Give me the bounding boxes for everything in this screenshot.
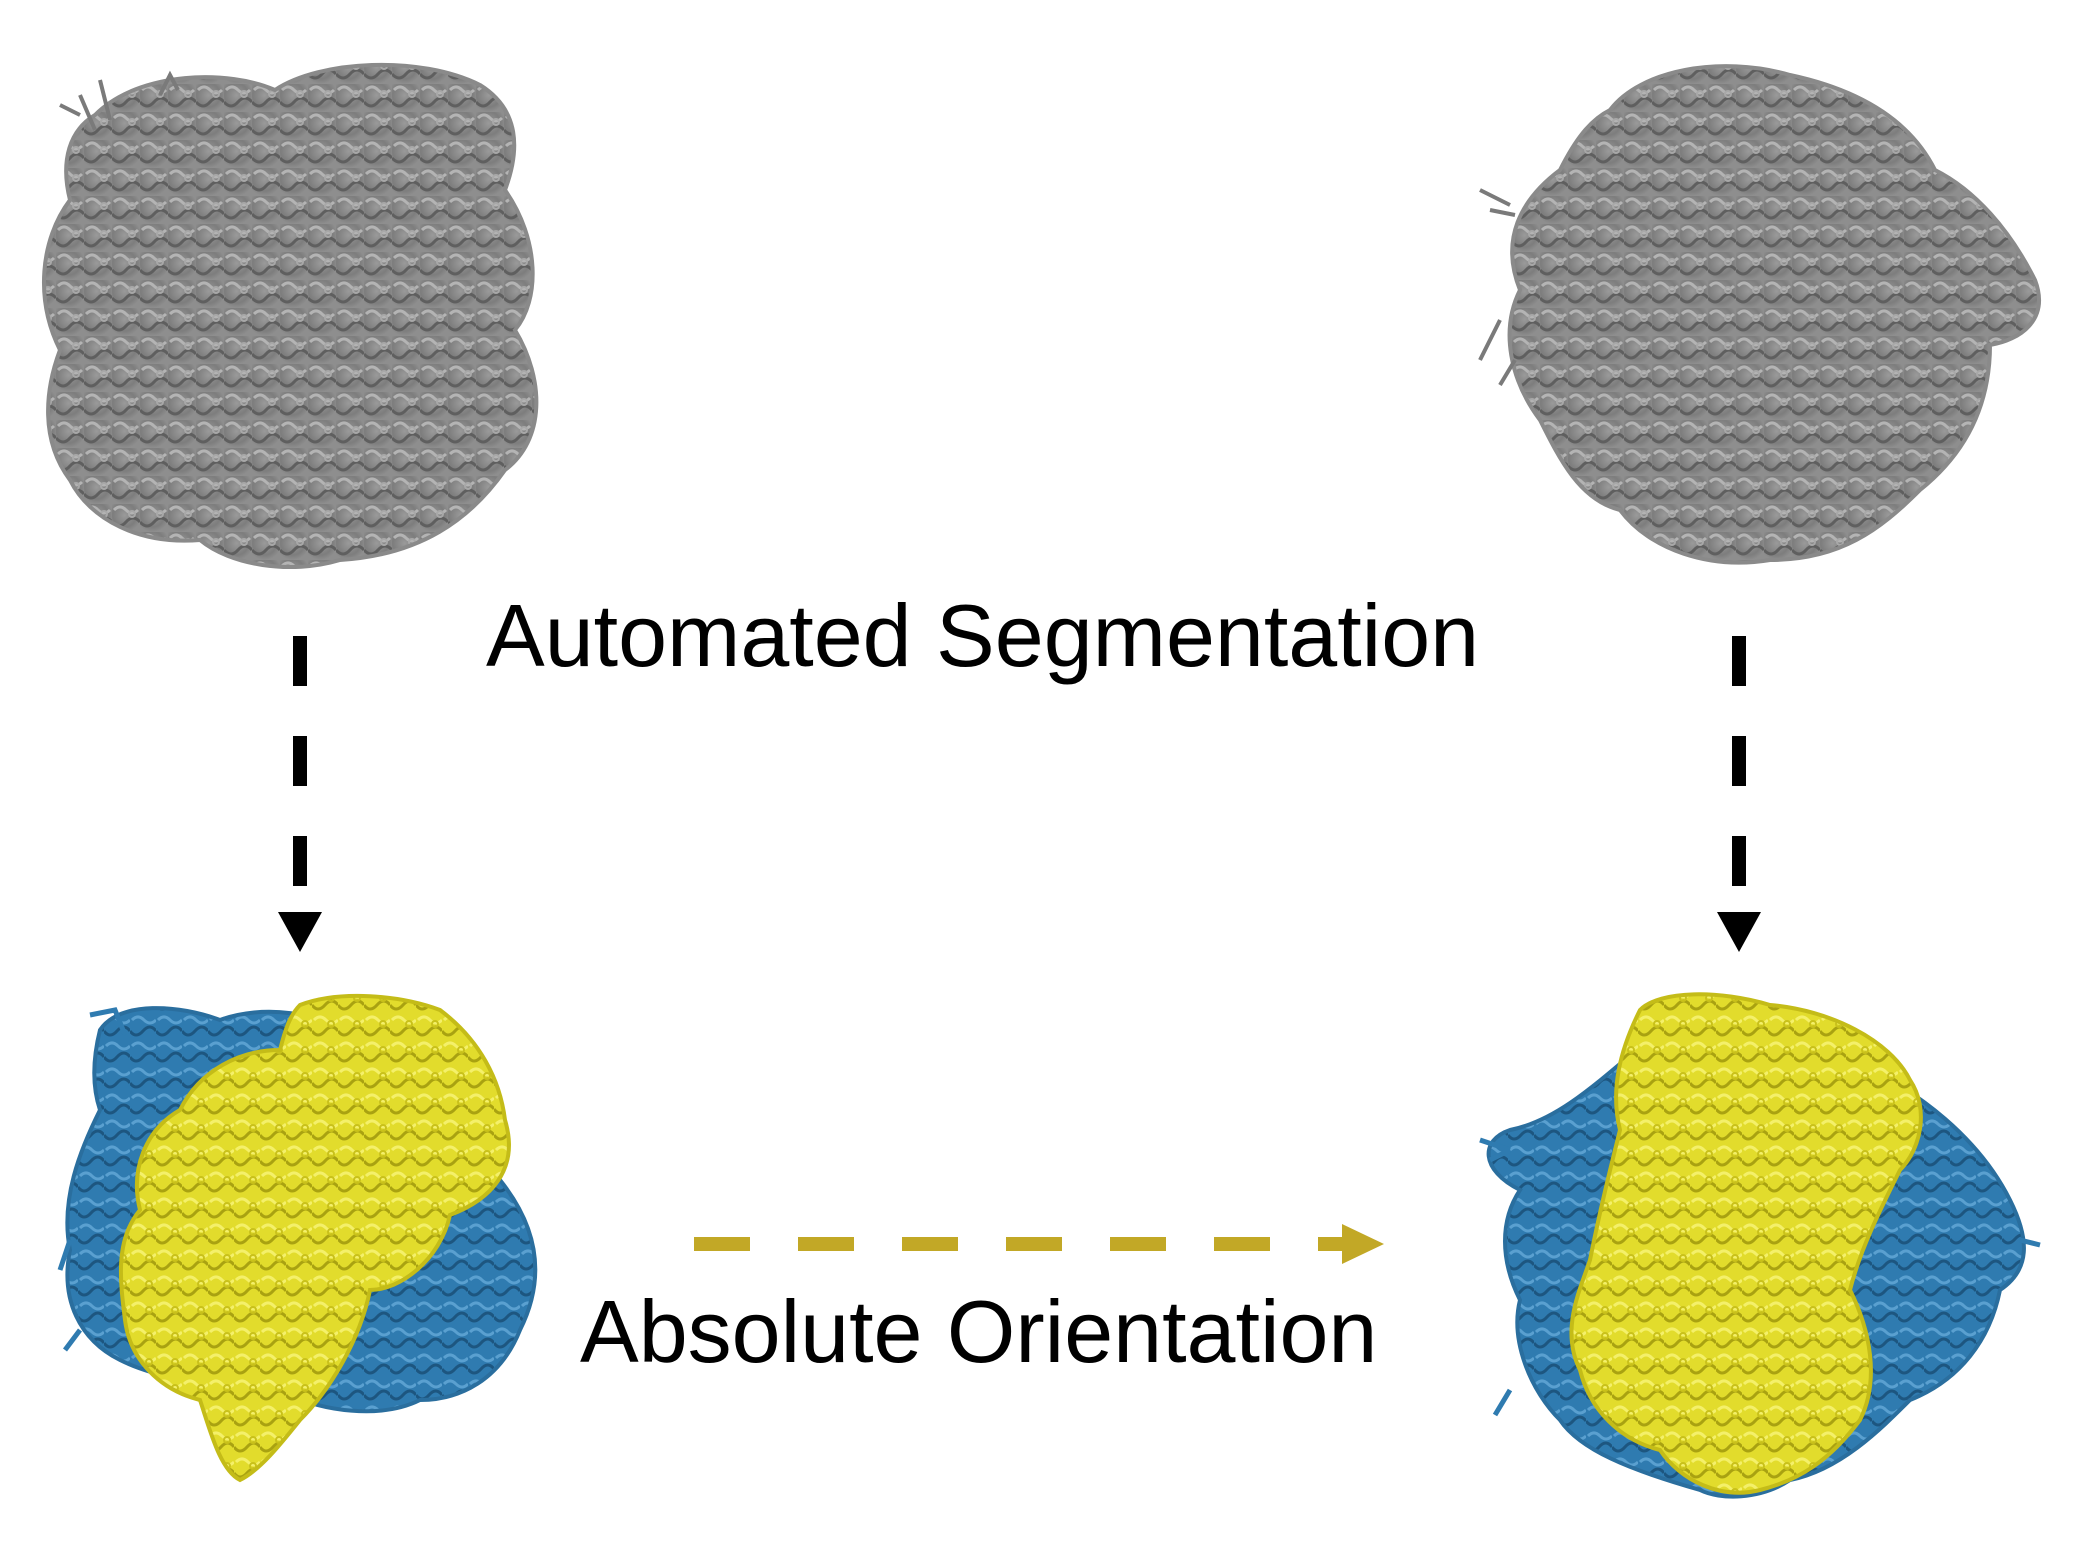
top-left-structure-image (42, 62, 539, 570)
top-right-structure-image (1478, 64, 2041, 565)
gold-dashed-right-arrow (694, 1224, 1384, 1264)
left-dashed-down-arrow (278, 636, 322, 952)
right-dashed-down-arrow (1717, 636, 1761, 952)
bottom-left-segmented-structure-image (57, 993, 538, 1483)
bottom-right-segmented-structure-image (1479, 992, 2041, 1499)
automated-segmentation-label: Automated Segmentation (486, 586, 1480, 685)
absolute-orientation-label: Absolute Orientation (580, 1282, 1378, 1381)
